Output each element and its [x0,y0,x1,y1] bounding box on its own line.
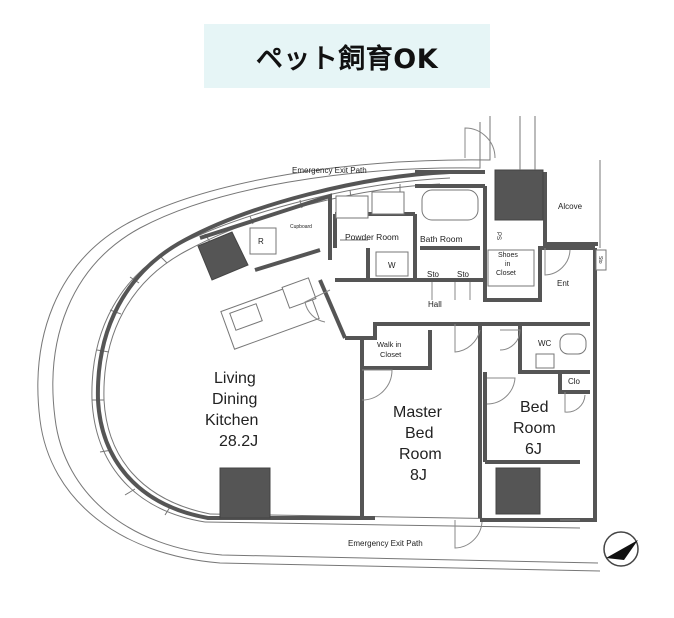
emergency-exit-label-bottom: Emergency Exit Path [348,539,423,548]
kitchen-walls [199,193,332,272]
cupboard-label: Cupboard [290,224,312,230]
sto-label-2: Sto [457,270,470,279]
washer-label: W [388,261,396,270]
bedroom6-walls [480,322,590,464]
hall-walls [318,214,595,339]
sink [229,303,263,331]
ldk-label-3: Kitchen [205,412,258,429]
bottom-path-line [204,521,581,529]
refrigerator-label: R [258,237,264,246]
bathtub [421,189,479,221]
unit-east-wall [480,248,597,522]
balcony-inner-rail [91,177,451,523]
unit-outer-wall [95,170,451,520]
bath-walls [415,184,487,250]
wc-sink [535,353,555,369]
ps-label: PS [495,232,501,240]
bed-label-2: Room [513,420,556,437]
shoes-closet-label-1: Shoes [498,252,518,259]
ldk-label-1: Living [214,370,256,387]
walkin-label-2: Closet [380,350,402,359]
wc-label: WC [538,339,552,348]
wc-toilet [559,333,587,355]
washer-box [375,251,409,277]
door-swings [304,127,586,549]
sto-label-1: Sto [427,270,440,279]
clo-label: Clo [568,377,581,386]
alcove-label: Alcove [558,202,583,211]
walkin-label-1: Walk in [377,340,401,349]
shoes-closet-label-2: in [505,261,511,268]
sto-small-label: Sto [597,256,603,264]
column-ldk [219,467,271,519]
refrigerator-box [249,227,277,255]
shoes-closet-box [487,249,535,287]
pipe-shaft [494,169,544,221]
ldk-label-2: Dining [212,391,257,408]
bath-room-label: Bath Room [420,234,463,244]
ent-label: Ent [557,279,570,288]
master-label-1: Master [393,404,443,421]
shoes-closet-label-3: Closet [496,270,516,277]
balcony-outer-edge-inner [52,122,599,564]
bed-label-3: 6J [525,441,542,458]
master-bedroom-walls [345,322,482,518]
balcony-outer-edge [37,116,601,572]
counter-top-1 [335,195,369,219]
master-label-2: Bed [405,425,433,442]
pet-allowed-banner: ペット飼育OK [204,24,490,88]
counter-top-2 [371,191,405,215]
hall-label: Hall [428,300,442,309]
column-kitchen [197,231,249,281]
bed-label-1: Bed [520,399,548,416]
banner-text: ペット飼育OK [255,43,439,75]
powder-room-label: Powder Room [345,232,399,242]
emergency-exit-label-top: Emergency Exit Path [292,166,367,175]
walkin-closet-walls [362,330,432,370]
north-compass-icon [603,531,639,567]
master-label-4: 8J [410,467,427,484]
master-label-3: Room [399,446,442,463]
balcony-inner-rail-2 [103,183,441,515]
ldk-label-4: 28.2J [219,433,258,450]
east-sto-box [595,249,607,271]
column-bedroom [495,467,541,515]
wc-walls [518,324,590,394]
